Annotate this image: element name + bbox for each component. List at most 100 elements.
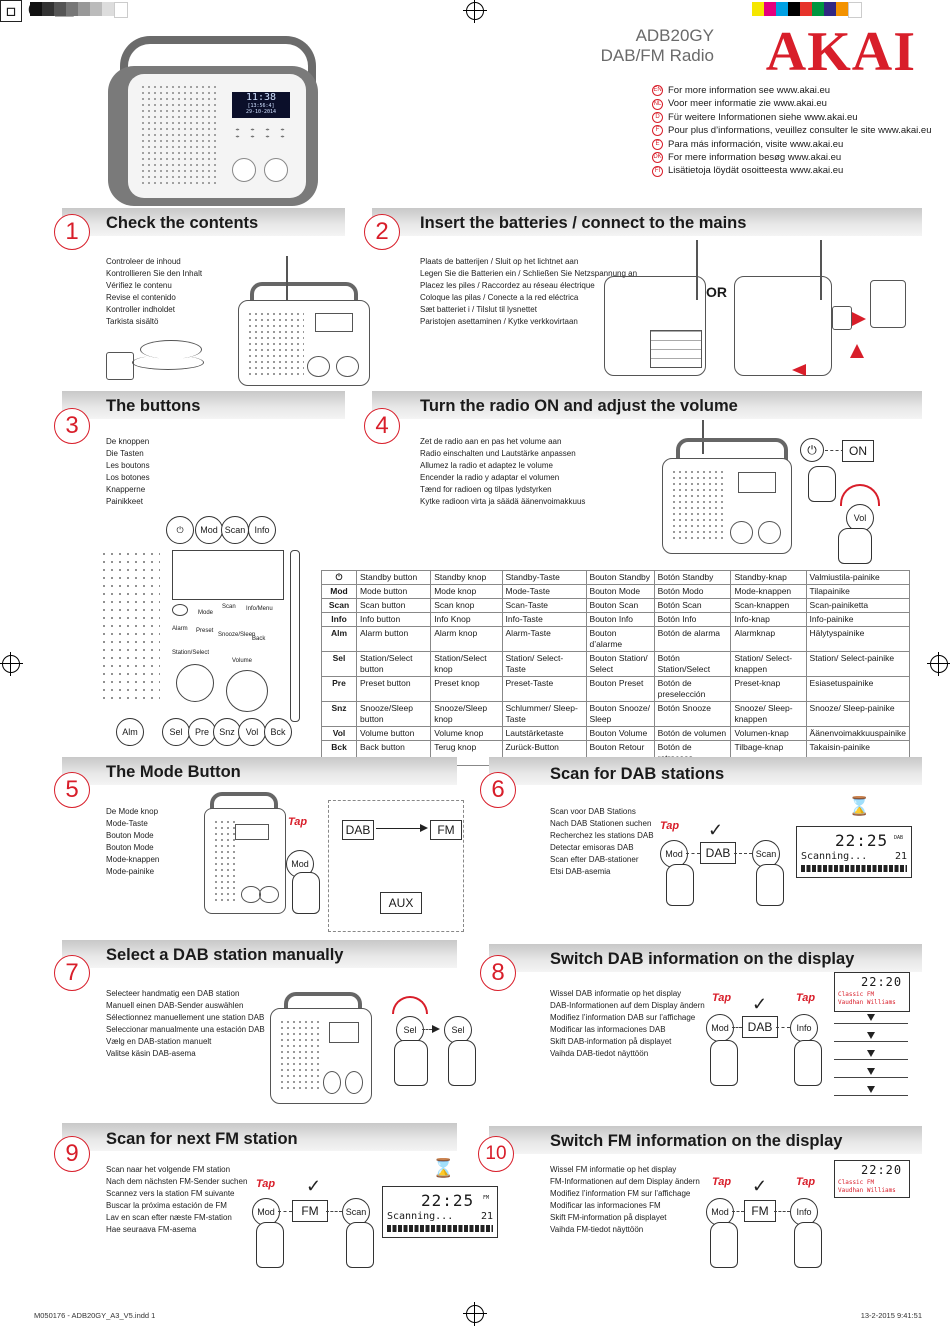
table-cell: Bouton Scan xyxy=(585,598,655,613)
text-line: Encender la radio y adaptar el volumen xyxy=(420,473,560,482)
section-7-title: Select a DAB station manually xyxy=(106,946,344,964)
section-6-number: 6 xyxy=(480,772,516,808)
power-adapter-icon xyxy=(832,306,852,330)
text-line: Les boutons xyxy=(106,461,150,470)
arrow-down-icon xyxy=(867,1014,875,1021)
section-5-title: The Mode Button xyxy=(106,763,241,781)
button-bubble-3: Snz xyxy=(213,718,241,746)
button-bubble-2: Pre xyxy=(188,718,216,746)
text-line: Kontroller indholdet xyxy=(106,305,175,314)
table-cell: Bouton Volume xyxy=(585,726,655,741)
lcd-scanning: Scanning... xyxy=(801,851,868,862)
hand-tap-icon xyxy=(666,864,694,906)
sel-bubble: Sel xyxy=(396,1016,424,1044)
mod-bubble: Mod xyxy=(706,1198,734,1226)
tap-label-2: Tap xyxy=(796,1176,816,1188)
lcd-time: 22:20 xyxy=(861,975,903,989)
table-key: Mod xyxy=(321,584,357,599)
button-bubble-2: Scan xyxy=(221,516,249,544)
scan-bubble: Scan xyxy=(342,1198,370,1226)
hero-lcd: 11:38 [13:56:4] 29-10-2014 xyxy=(232,92,290,118)
station-select-knob xyxy=(176,664,214,702)
footer-date: 13-2-2015 9:41:51 xyxy=(860,1311,922,1320)
text-line: Skift DAB-information på displayet xyxy=(550,1037,672,1046)
registration-mark-bottom xyxy=(463,1302,487,1326)
table-cell: Volume button xyxy=(355,726,432,741)
radio-sketch-4 xyxy=(662,458,792,554)
table-cell: Info-painike xyxy=(805,612,911,627)
text-line: Skift FM-information på displayet xyxy=(550,1213,667,1222)
section-5-bar xyxy=(62,757,457,785)
table-cell: Station/Select button xyxy=(355,651,432,677)
text-line: Recherchez les stations DAB xyxy=(550,831,654,840)
mode-fm-box: FM xyxy=(430,820,462,840)
section-5-number: 5 xyxy=(54,772,90,808)
info-text: Pour plus d’informations, veuillez consu… xyxy=(668,125,932,137)
text-line: Selecteer handmatig een DAB station xyxy=(106,989,240,998)
text-line: Tarkista sisältö xyxy=(106,317,159,326)
text-line: Zet de radio aan en pas het volume aan xyxy=(420,437,562,446)
check-icon: ✓ xyxy=(306,1176,322,1196)
fm-box: FM xyxy=(744,1200,776,1222)
plug-in-arrow-icon xyxy=(852,312,866,326)
hand-tap-icon xyxy=(256,1222,284,1268)
text-line: Buscar la próxima estación de FM xyxy=(106,1201,227,1210)
language-code-icon: E xyxy=(652,138,663,150)
text-line: Painikkeet xyxy=(106,497,143,506)
table-cell: Mode-Taste xyxy=(501,584,587,599)
text-line: Sæt batteriet i / Tilslut til lysnettet xyxy=(420,305,537,314)
section-7-number: 7 xyxy=(54,955,90,991)
arrow-down-icon xyxy=(867,1086,875,1093)
lcd-time: 22:25 xyxy=(421,1191,475,1210)
text-line: Etsi DAB-asemia xyxy=(550,867,611,876)
hand-rotate-icon xyxy=(394,1040,428,1086)
lcd-time: 22:20 xyxy=(861,1163,903,1177)
text-line: Vaihda DAB-tiedot näyttöön xyxy=(550,1049,649,1058)
table-cell: Snooze/ Sleep-painike xyxy=(805,701,911,727)
table-cell: Preset-Taste xyxy=(501,676,587,702)
table-key: Pre xyxy=(321,676,357,702)
mode-dab-box: DAB xyxy=(342,820,374,840)
wall-socket-icon xyxy=(870,280,906,328)
table-cell: Alarm knop xyxy=(430,626,503,652)
info-text: Voor meer informatie zie www.akai.eu xyxy=(668,98,827,110)
rotate-arrow-icon xyxy=(392,996,428,1014)
rotate-arrow-icon xyxy=(840,484,880,506)
text-line: Detectar emisoras DAB xyxy=(550,843,634,852)
brand-logo: AKAI xyxy=(765,21,916,83)
language-code-icon: D xyxy=(652,112,663,124)
table-cell: Äänenvoimakkuuspainike xyxy=(805,726,911,741)
tap-label: Tap xyxy=(712,992,732,1004)
radio-back-battery xyxy=(604,276,706,376)
table-cell: Scan-painiketta xyxy=(805,598,911,613)
text-line: Lav en scan efter næste FM-station xyxy=(106,1213,232,1222)
section-10-bar xyxy=(489,1126,922,1154)
footer-file: M050176 - ADB20GY_A3_V5.indd 1 xyxy=(34,1311,156,1320)
panel-label-info-menu: Info/Menu xyxy=(246,606,273,612)
lcd-line-1: Classic FM xyxy=(838,991,875,998)
table-cell: Preset knop xyxy=(430,676,503,702)
button-bubble-0: ⏻ xyxy=(166,516,194,544)
panel-label-mode: Mode xyxy=(198,610,214,616)
hand-tap-icon xyxy=(710,1222,738,1268)
hand-tap-icon-2 xyxy=(346,1222,374,1268)
radio-sketch-7 xyxy=(270,1008,372,1104)
table-cell: Bouton Mode xyxy=(585,584,655,599)
text-line: Die Tasten xyxy=(106,449,144,458)
text-line: Vaihda FM-tiedot näyttöön xyxy=(550,1225,644,1234)
table-cell: Volume knop xyxy=(430,726,503,741)
table-cell: Botón Scan xyxy=(653,598,732,613)
product-name: DAB/FM Radio xyxy=(600,46,714,65)
text-line: Nach DAB Stationen suchen xyxy=(550,819,652,828)
dab-box: DAB xyxy=(700,842,736,864)
section-1-bar xyxy=(62,208,345,236)
table-cell: Botón Info xyxy=(653,612,732,627)
lcd-band: FM xyxy=(482,1195,489,1201)
table-cell: Valmiustila-painike xyxy=(805,570,911,585)
